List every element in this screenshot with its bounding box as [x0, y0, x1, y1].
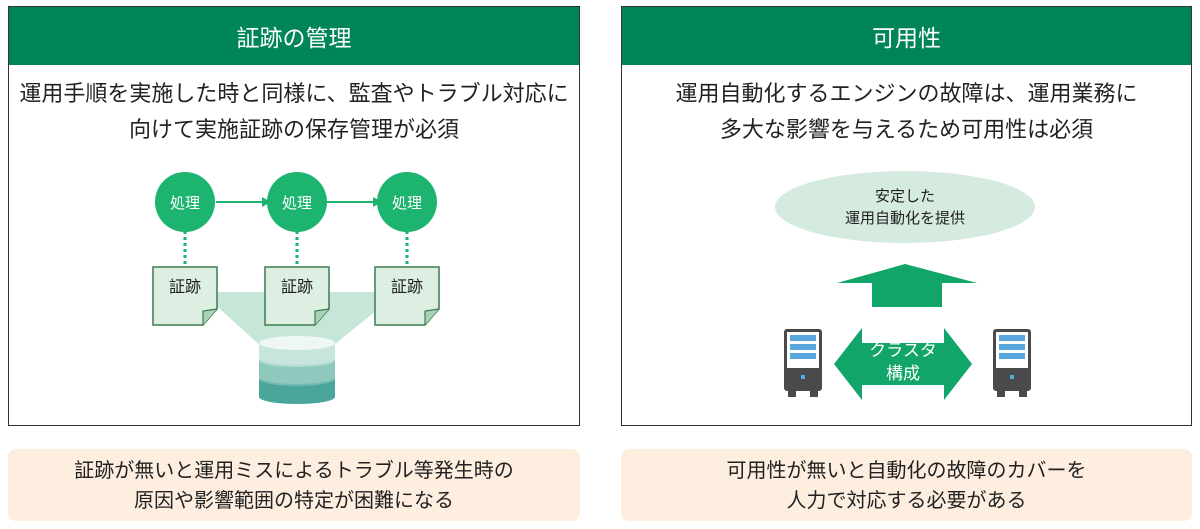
stable-automation-ellipse	[775, 171, 1035, 243]
evidence-desc-line1: 運用手順を実施した時と同様に、監査やトラブル対応に	[19, 82, 569, 107]
availability-header: 可用性	[622, 7, 1191, 65]
process-node-2-label: 処理	[282, 194, 312, 212]
process-node-3-label: 処理	[392, 194, 422, 212]
goal-line2: 運用自動化を提供	[845, 209, 965, 227]
cluster-line1: クラスタ	[869, 341, 937, 361]
double-arrow-icon	[834, 328, 972, 400]
process-arrow-2	[327, 197, 382, 207]
availability-panel: 可用性 運用自動化するエンジンの故障は、運用業務に 多大な影響を与えるため可用性…	[621, 6, 1192, 426]
process-node-1-label: 処理	[170, 194, 200, 212]
goal-line1: 安定した	[875, 187, 935, 205]
evidence-management-description: 運用手順を実施した時と同様に、監査やトラブル対応に 向けて実施証跡の保存管理が必…	[9, 77, 579, 149]
evidence-document-2: 証跡	[264, 266, 330, 326]
availability-desc-line1: 運用自動化するエンジンの故障は、運用業務に	[675, 82, 1138, 107]
process-arrow-1	[216, 197, 271, 207]
evidence-note-line2: 原因や影響範囲の特定が困難になる	[134, 488, 454, 512]
evidence-risk-note: 証跡が無いと運用ミスによるトラブル等発生時の 原因や影響範囲の特定が困難になる	[8, 449, 580, 521]
cluster-line2: 構成	[886, 364, 920, 384]
up-arrow-icon	[837, 264, 977, 307]
availability-risk-note: 可用性が無いと自動化の故障のカバーを 人力で対応する必要がある	[621, 449, 1192, 521]
process-node-3: 処理	[377, 172, 437, 232]
availability-note-line1: 可用性が無いと自動化の故障のカバーを	[726, 458, 1087, 482]
server-icon	[784, 329, 822, 397]
evidence-document-3: 証跡	[374, 266, 440, 326]
availability-note-line2: 人力で対応する必要がある	[786, 488, 1027, 512]
evidence-desc-line2: 向けて実施証跡の保存管理が必須	[128, 118, 459, 143]
availability-title: 可用性	[872, 26, 941, 52]
availability-diagram: 安定した 運用自動化を提供 クラスタ 構成	[775, 171, 1035, 400]
database-icon	[259, 336, 335, 404]
availability-desc-line2: 多大な影響を与えるため可用性は必須	[719, 118, 1094, 143]
evidence-document-1-label: 証跡	[169, 277, 201, 296]
evidence-management-header: 証跡の管理	[9, 7, 579, 65]
evidence-document-3-label: 証跡	[391, 277, 423, 296]
server-icon	[993, 329, 1031, 397]
process-node-1: 処理	[155, 172, 215, 232]
evidence-management-title: 証跡の管理	[236, 26, 352, 52]
evidence-document-1: 証跡	[152, 266, 218, 326]
evidence-document-2-label: 証跡	[281, 277, 313, 296]
evidence-management-panel: 証跡の管理 運用手順を実施した時と同様に、監査やトラブル対応に 向けて実施証跡の…	[8, 6, 580, 426]
process-node-2: 処理	[267, 172, 327, 232]
evidence-note-line1: 証跡が無いと運用ミスによるトラブル等発生時の	[74, 458, 514, 482]
evidence-diagram: 処理 処理 処理 証跡 証跡 証跡	[152, 172, 440, 404]
availability-description: 運用自動化するエンジンの故障は、運用業務に 多大な影響を与えるため可用性は必須	[622, 77, 1191, 149]
